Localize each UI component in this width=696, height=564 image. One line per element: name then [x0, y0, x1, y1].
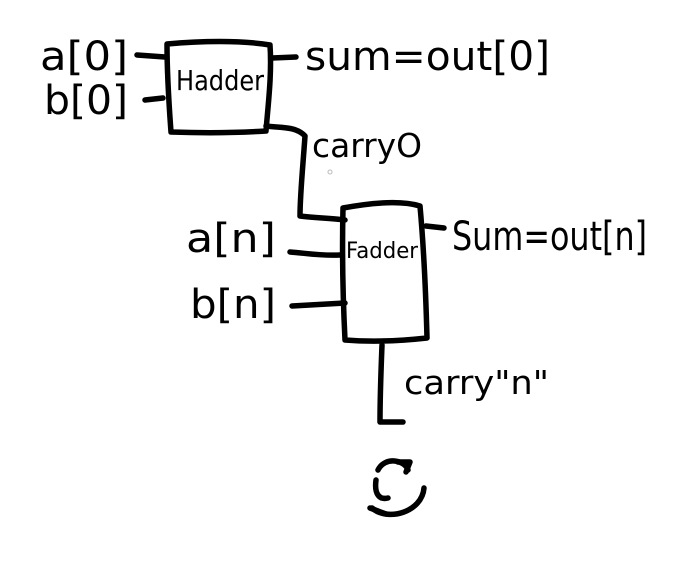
full-adder-input-a-wire	[287, 249, 343, 258]
carry-wire	[263, 123, 348, 223]
half-adder-sum-wire	[269, 54, 299, 61]
half-adder-box	[164, 38, 274, 136]
stray-dot	[327, 169, 333, 175]
full-adder-label: Fadder	[346, 239, 419, 264]
repeat-icon	[367, 458, 427, 518]
full-adder-input-b-wire	[289, 300, 348, 309]
half-adder-input-a-label: a[0]	[40, 34, 128, 80]
full-adder-input-b-label: b[n]	[190, 282, 276, 328]
half-adder-sum-label: sum=out[0]	[305, 34, 550, 80]
half-adder-input-b-wire	[142, 95, 166, 103]
full-adder-sum-wire	[423, 223, 447, 231]
full-adder-carry-wire	[377, 342, 406, 425]
full-adder-sum-label: Sum=out[n]	[452, 214, 647, 260]
full-adder-input-a-label: a[n]	[186, 216, 276, 262]
half-adder-input-a-wire	[134, 52, 168, 60]
half-adder-label: Hadder	[176, 64, 264, 97]
carry-label: carryO	[312, 126, 422, 165]
full-adder-carry-label: carry"n"	[404, 363, 549, 402]
full-adder-box	[339, 199, 430, 344]
half-adder-input-b-label: b[0]	[44, 78, 128, 124]
